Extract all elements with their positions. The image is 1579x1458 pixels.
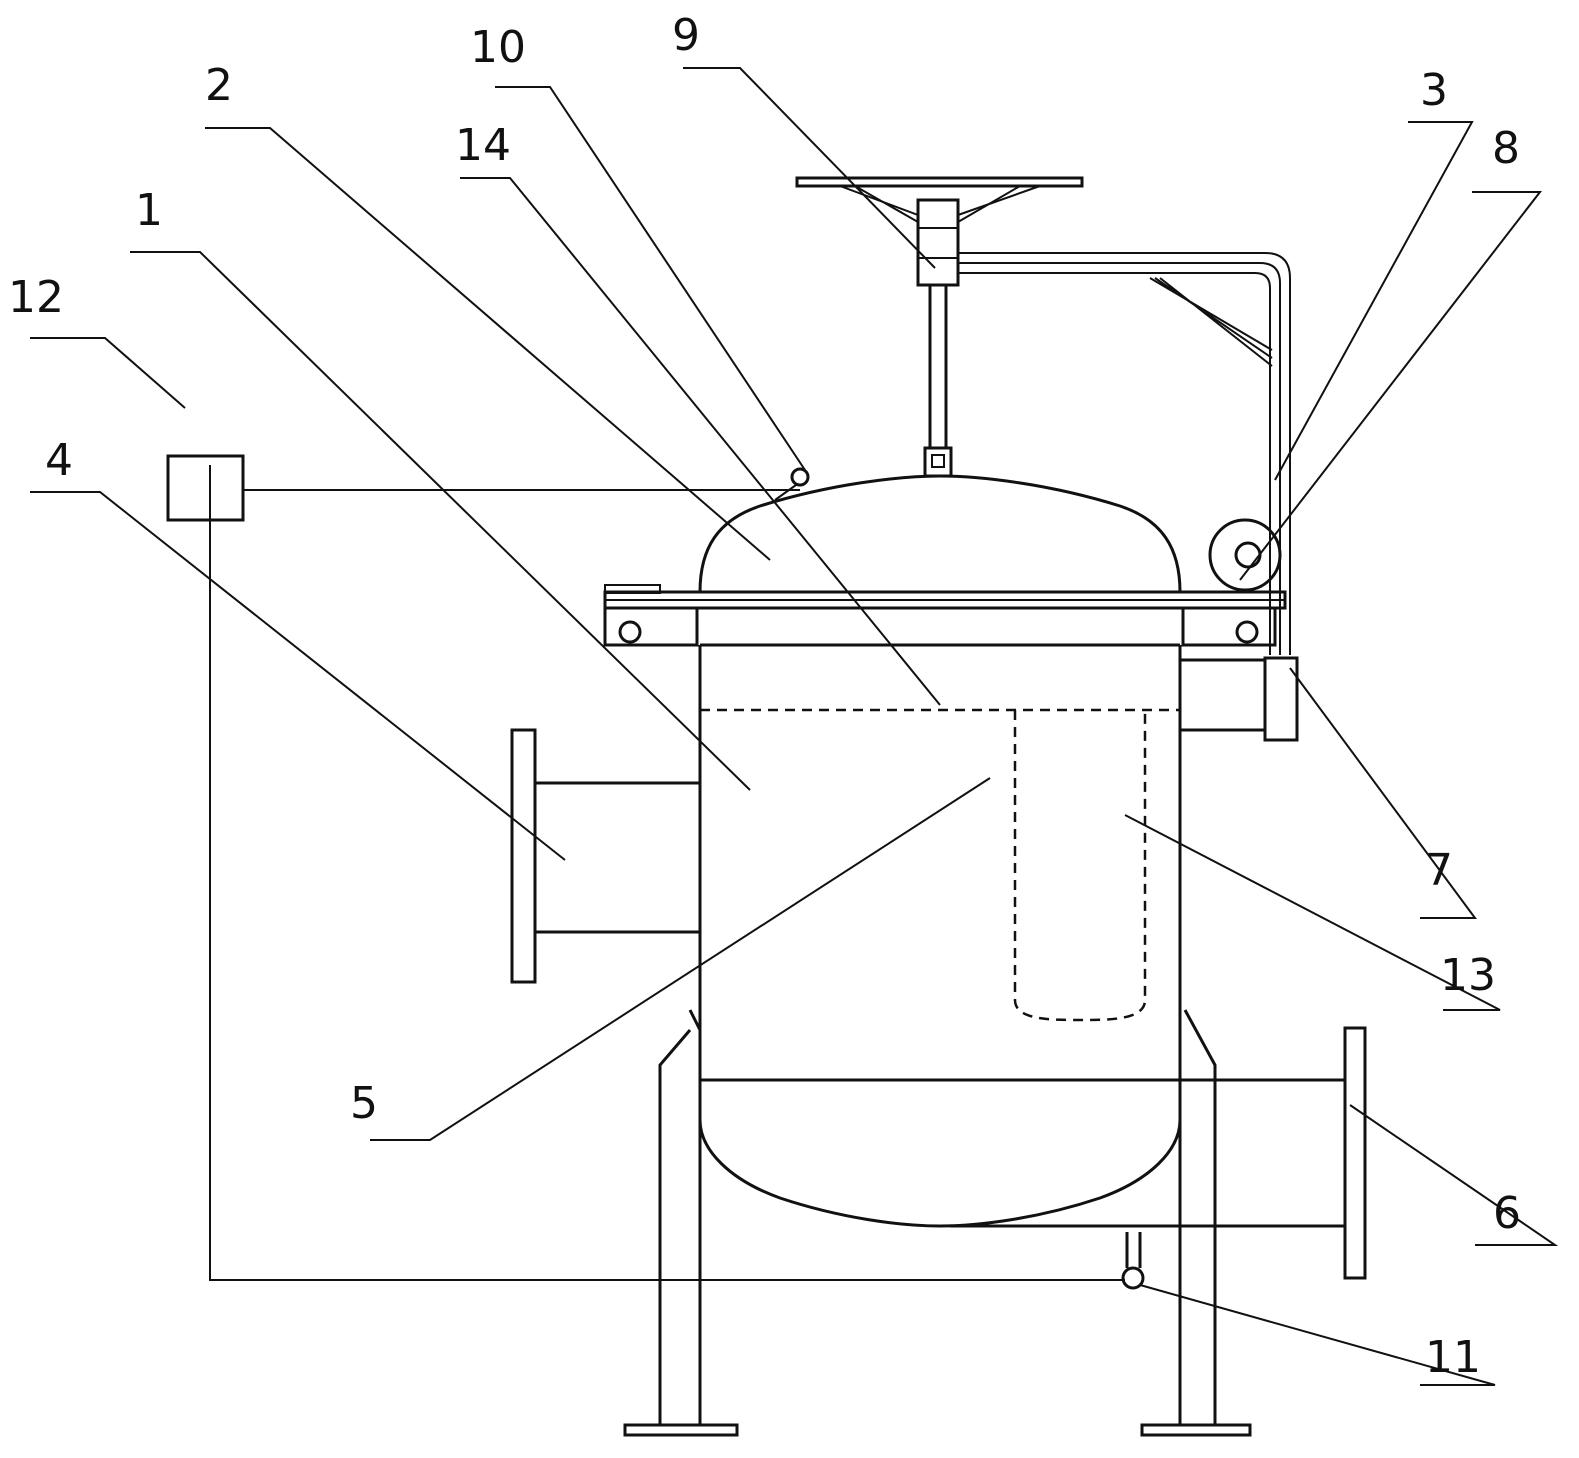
label-11: 11 [1425, 1332, 1481, 1383]
label-4: 4 [45, 435, 73, 486]
top-actuator [795, 176, 1084, 478]
label-10: 10 [470, 22, 526, 73]
label-1: 1 [135, 185, 163, 236]
controller-box [166, 454, 245, 522]
leader-lines [30, 67, 1559, 1386]
upper-dome [698, 474, 1182, 593]
label-3: 3 [1420, 65, 1448, 116]
right-bolt-icon [1235, 620, 1259, 644]
label-12: 12 [8, 272, 64, 323]
inlet-pipe [510, 728, 700, 984]
left-bolt-icon [618, 620, 642, 644]
label-8: 8 [1492, 123, 1520, 174]
lower-dome [698, 1119, 1182, 1228]
label-14: 14 [455, 120, 511, 171]
arm-pipe [958, 252, 1291, 655]
label-7: 7 [1425, 845, 1453, 896]
pressure-sensor-bottom-icon [1121, 1266, 1145, 1290]
support-legs [623, 1009, 1252, 1437]
flange-ring [603, 584, 1287, 647]
filter-bag [1013, 710, 1147, 1022]
label-9: 9 [672, 10, 700, 61]
wiring [209, 465, 1145, 1290]
label-2: 2 [205, 60, 233, 111]
label-6: 6 [1493, 1188, 1521, 1239]
pressure-sensor-top-icon [790, 467, 810, 487]
label-5: 5 [350, 1078, 378, 1129]
part-labels: 2 1 12 4 5 6 7 8 3 9 10 14 13 11 [8, 10, 1521, 1383]
outlet-pipe [950, 1026, 1367, 1280]
label-13: 13 [1440, 950, 1496, 1001]
vessel-body [698, 643, 1182, 1125]
